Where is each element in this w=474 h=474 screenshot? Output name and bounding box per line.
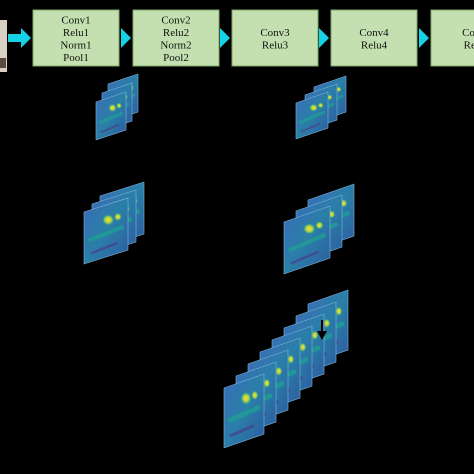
feature-map-stack [95,73,139,141]
layer-label: Relu1 [63,27,89,39]
input-image-thumbnail [0,20,7,72]
layer-label: Norm2 [160,39,191,51]
arrow-icon [8,28,31,48]
layer-label: Relu4 [361,39,388,51]
layer-label: Relu2 [163,27,189,39]
layer-label: Conv2 [161,14,190,26]
layer-block: ConvRelu [430,9,474,67]
layer-label: Norm1 [60,39,91,51]
feature-map [283,205,331,275]
layer-label: Relu [464,39,474,51]
arrow-icon [319,28,329,48]
feature-map [295,91,329,140]
feature-map-stack [83,181,145,265]
feature-map-stack [295,75,347,140]
layer-label: Conv3 [260,27,290,39]
layer-label: Pool2 [163,52,189,64]
layer-label: Relu3 [262,39,289,51]
feature-map-stack [223,289,349,449]
layer-label: Pool1 [63,52,89,64]
pipeline-row: Conv1Relu1Norm1Pool1Conv2Relu2Norm2Pool2… [8,9,474,67]
arrow-icon [220,28,230,48]
feature-map-stack [283,183,355,275]
layer-label: Conv4 [359,27,389,39]
feature-map [83,197,129,265]
layer-label: Conv1 [61,14,90,26]
pointer-arrow-icon [317,320,327,340]
layer-label: Conv [462,27,474,39]
feature-maps-area [83,73,355,449]
arrow-icon [121,28,131,48]
arrow-icon [419,28,429,48]
feature-map [223,373,265,449]
feature-map [95,91,127,141]
